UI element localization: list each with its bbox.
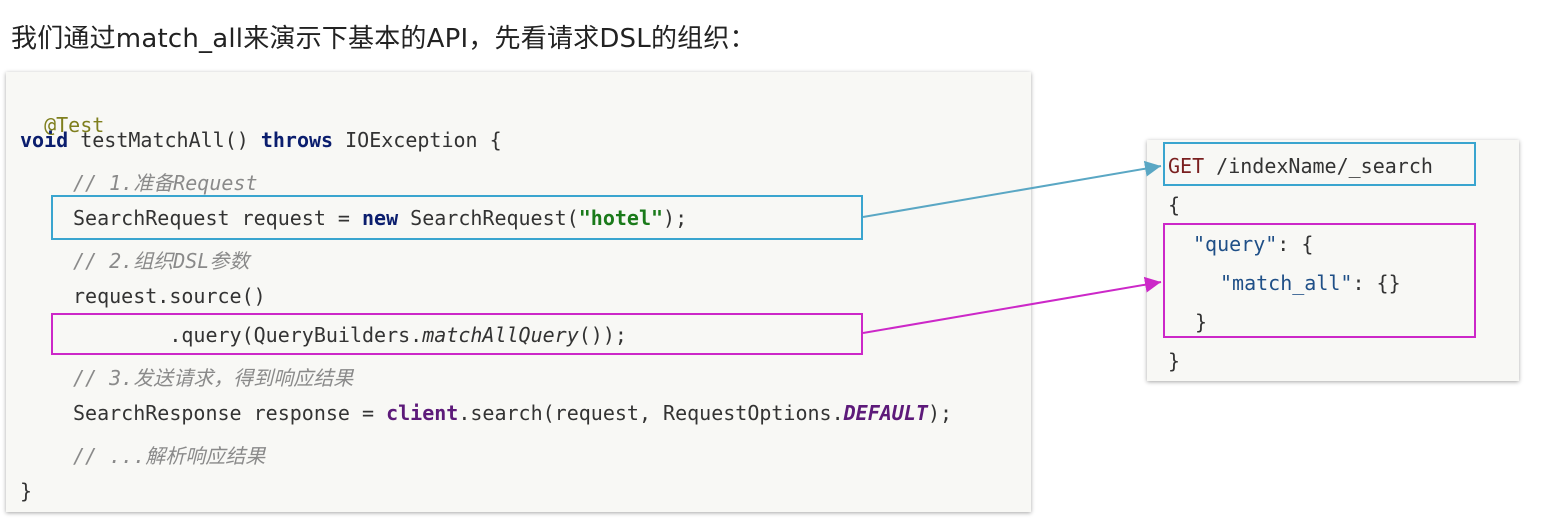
response-decl: SearchResponse response =: [73, 401, 387, 425]
code-line-signature: void testMatchAll() throws IOException {: [20, 128, 502, 152]
dsl-close-brace: }: [1168, 349, 1181, 373]
code-line-annotation: @Test: [20, 89, 104, 137]
code-line-query: .query(QueryBuilders.matchAllQuery());: [73, 323, 627, 347]
http-method: GET: [1168, 154, 1205, 178]
code-line-response: SearchResponse response = client.search(…: [73, 401, 952, 425]
request-constructor: SearchRequest(: [398, 206, 579, 230]
request-decl: SearchRequest request =: [73, 206, 362, 230]
comment-build-dsl: // 2.组织DSL参数: [73, 249, 250, 273]
query-key: "query": [1193, 232, 1278, 256]
code-line-request: SearchRequest request = new SearchReques…: [73, 206, 687, 230]
query-call: .query(QueryBuilders.: [73, 323, 423, 347]
response-end: );: [927, 401, 953, 425]
dsl-query-line: "query": {: [1193, 232, 1313, 256]
client-field: client: [386, 401, 459, 425]
keyword-void: void: [20, 128, 69, 152]
request-path: /indexName/_search: [1204, 154, 1433, 178]
page-heading: 我们通过match_all来演示下基本的API，先看请求DSL的组织：: [11, 24, 756, 54]
comment-parse-response: // ...解析响应结果: [73, 444, 266, 468]
query-highlight-box: [51, 313, 863, 355]
dsl-query-close: }: [1195, 310, 1208, 334]
method-name: testMatchAll(): [68, 128, 261, 152]
dsl-match-all-line: "match_all": {}: [1220, 271, 1401, 295]
request-arrow: [862, 160, 1162, 218]
search-call: .search(request, RequestOptions.: [458, 401, 844, 425]
dsl-query-highlight-box: [1163, 223, 1476, 338]
keyword-throws: throws: [260, 128, 334, 152]
code-line-source: request.source(): [73, 284, 266, 308]
signature-rest: IOException {: [333, 128, 502, 152]
keyword-new: new: [361, 206, 399, 230]
dsl-request-panel: [1147, 140, 1519, 381]
query-end: ());: [578, 323, 627, 347]
request-end: );: [663, 206, 688, 230]
default-constant: DEFAULT: [843, 401, 928, 425]
comment-send-request: // 3.发送请求，得到响应结果: [73, 366, 354, 390]
query-open: : {: [1277, 232, 1314, 256]
annotation-test: @Test: [44, 113, 105, 137]
dsl-request-highlight-box: [1163, 142, 1476, 186]
dsl-open-brace: {: [1168, 193, 1181, 217]
index-name-string: "hotel": [578, 206, 664, 230]
request-highlight-box: [51, 195, 863, 240]
match-all-query-method: matchAllQuery: [422, 323, 579, 347]
query-arrow: [862, 276, 1162, 334]
match-all-value: : {}: [1352, 271, 1401, 295]
dsl-request-line: GET /indexName/_search: [1168, 154, 1433, 178]
comment-prepare-request: // 1.准备Request: [73, 171, 258, 195]
code-line-close: }: [20, 479, 33, 503]
java-code-panel: [6, 72, 1031, 512]
match-all-key: "match_all": [1220, 271, 1353, 295]
